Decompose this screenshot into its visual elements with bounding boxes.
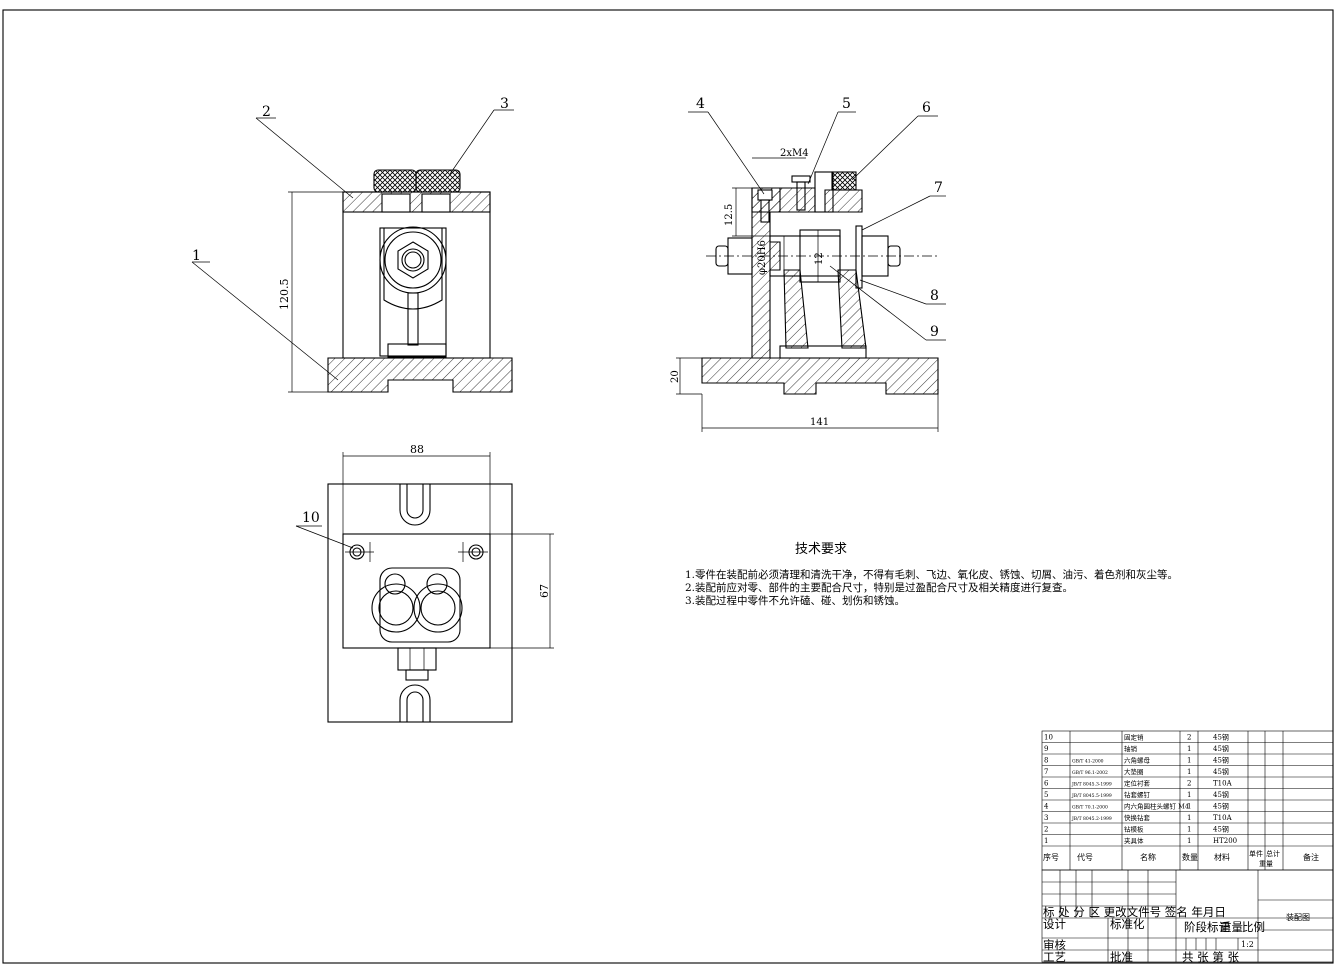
dim-base-height: 20 [670, 370, 681, 383]
dim-front-height: 120.5 [278, 279, 291, 311]
bom-cell-code: GB/T 70.1-2000 [1072, 805, 1108, 811]
bom-cell-name: 轴销 [1124, 744, 1138, 753]
bom-cell-no: 4 [1044, 803, 1049, 811]
label-9: 9 [930, 324, 939, 340]
bom-cell-no: 1 [1044, 837, 1048, 845]
bom-header-unit: 单件 [1249, 849, 1263, 858]
bom-cell-material: T10A [1213, 814, 1233, 822]
bom-cell-name: 夹具体 [1124, 836, 1144, 845]
bom-cell-material: 45钢 [1213, 756, 1229, 765]
dim-12: 12 [814, 252, 825, 265]
dim-thread: 2xM4 [780, 148, 809, 159]
dim-top-width: 88 [410, 443, 424, 456]
tb-review: 审核 [1043, 938, 1066, 952]
label-6: 6 [922, 100, 931, 116]
dim-12-5: 12.5 [724, 204, 735, 226]
bom-cell-qty: 2 [1187, 734, 1191, 742]
title-block: 标 处 分 区 更改文件号 签名 年月日 设计 标准化 审核 工艺 批准 阶段标… [1041, 869, 1334, 964]
top-view: 88 67 10 [295, 443, 554, 723]
bom-cell-no: 8 [1044, 757, 1048, 765]
bom-cell-qty: 1 [1187, 803, 1191, 811]
bom-cell-qty: 1 [1187, 768, 1191, 776]
bom-cell-no: 3 [1044, 814, 1048, 822]
dim-diameter: φ20H6 [757, 240, 768, 275]
tb-design: 设计 [1043, 917, 1066, 931]
bom-cell-code: GB/T 96.1-2002 [1072, 770, 1108, 776]
sheet-border [2, 9, 1334, 964]
bom-cell-qty: 1 [1187, 745, 1191, 753]
bom-cell-code: JB/T 8045.5-1999 [1071, 793, 1112, 799]
tb-stage-mark: 阶段标记 [1184, 920, 1230, 934]
tb-approve: 批准 [1110, 950, 1133, 964]
bom-header-weight: 重量 [1259, 860, 1273, 868]
bom-cell-qty: 1 [1187, 791, 1191, 799]
bom-cell-name: 快换钻套 [1124, 813, 1151, 822]
bom-cell-material: T10A [1213, 780, 1233, 788]
bom-cell-name: 大垫圈 [1124, 767, 1144, 776]
bom-cell-name: 内六角圆柱头螺钉 M4 [1124, 802, 1189, 811]
label-2: 2 [262, 104, 271, 120]
bom-header-name: 名称 [1140, 852, 1156, 862]
label-8: 8 [930, 288, 939, 304]
tb-scale: 比例 [1242, 920, 1265, 934]
tb-standardize: 标准化 [1110, 917, 1145, 931]
tech-req-item-3: 3.装配过程中零件不允许磕、碰、划伤和锈蚀。 [685, 594, 905, 607]
bom-header-remark: 备注 [1303, 852, 1319, 862]
bom-cell-material: 45钢 [1213, 744, 1229, 753]
bom-cell-material: 45钢 [1213, 733, 1229, 742]
tech-req-item-1: 1.零件在装配前必须清理和清洗干净，不得有毛刺、飞边、氧化皮、锈蚀、切屑、油污、… [685, 568, 1178, 581]
bom-cell-code: GB/T 41-2000 [1072, 759, 1104, 765]
dim-top-height: 67 [538, 584, 551, 598]
dim-side-width: 141 [810, 417, 829, 428]
bom-header-no: 序号 [1043, 852, 1059, 862]
front-view: 120.5 1 2 3 [191, 96, 514, 393]
label-1: 1 [192, 248, 201, 264]
bom-cell-qty: 2 [1187, 780, 1191, 788]
bom-cell-material: 45钢 [1213, 767, 1229, 776]
bom-header-total: 总计 [1266, 849, 1280, 858]
label-5: 5 [842, 96, 851, 112]
bom-cell-name: 钻套螺钉 [1124, 790, 1151, 799]
bom-cell-no: 2 [1044, 826, 1048, 834]
bom-cell-name: 钻模板 [1124, 825, 1144, 834]
bom-cell-name: 定位衬套 [1124, 779, 1151, 788]
bom-cell-qty: 1 [1187, 837, 1191, 845]
bom-header-code: 代号 [1077, 852, 1093, 862]
bom-header-material: 材料 [1214, 852, 1230, 862]
side-view: 2xM4 12.5 φ20H6 12 20 141 4 5 6 7 8 9 [670, 96, 946, 432]
bom-cell-code: JB/T 8045.2-1999 [1071, 816, 1112, 822]
tb-row-labels: 标 处 分 区 更改文件号 签名 年月日 [1043, 905, 1226, 919]
bom-cell-no: 9 [1044, 745, 1048, 753]
tb-process: 工艺 [1043, 950, 1066, 964]
bom-header-qty: 数量 [1182, 852, 1198, 862]
bom-cell-name: 固定销 [1124, 733, 1144, 742]
tech-req-title: 技术要求 [795, 542, 847, 557]
bom-cell-material: 45钢 [1213, 790, 1229, 799]
bom-cell-code: JB/T 8045.3-1999 [1071, 782, 1112, 788]
bom-cell-no: 6 [1044, 780, 1049, 788]
bom-cell-material: 45钢 [1213, 825, 1229, 834]
label-7: 7 [934, 180, 943, 196]
bom-cell-material: 45钢 [1213, 802, 1229, 811]
bom-cell-name: 六角螺母 [1124, 756, 1151, 765]
label-3: 3 [500, 96, 509, 112]
label-10: 10 [302, 510, 320, 526]
tb-weight: 重量 [1220, 920, 1243, 934]
tb-sheets: 共 张 第 张 [1182, 950, 1239, 964]
bom-cell-material: HT200 [1213, 837, 1237, 845]
bom-cell-qty: 1 [1187, 757, 1191, 765]
bom-cell-qty: 1 [1187, 814, 1191, 822]
label-4: 4 [696, 96, 705, 112]
tech-req-item-2: 2.装配前应对零、部件的主要配合尺寸，特别是过盈配合尺寸及相关精度进行复查。 [685, 581, 1073, 594]
bom-cell-qty: 1 [1187, 826, 1191, 834]
tb-scale-value: 1:2 [1241, 940, 1254, 949]
bom-cell-no: 7 [1044, 768, 1048, 776]
tb-drawing-name: 装配图 [1286, 912, 1310, 922]
bom-cell-no: 5 [1044, 791, 1048, 799]
tech-requirements: 技术要求 1.零件在装配前必须清理和清洗干净，不得有毛刺、飞边、氧化皮、锈蚀、切… [685, 542, 1178, 607]
bom-cell-no: 10 [1044, 734, 1053, 742]
